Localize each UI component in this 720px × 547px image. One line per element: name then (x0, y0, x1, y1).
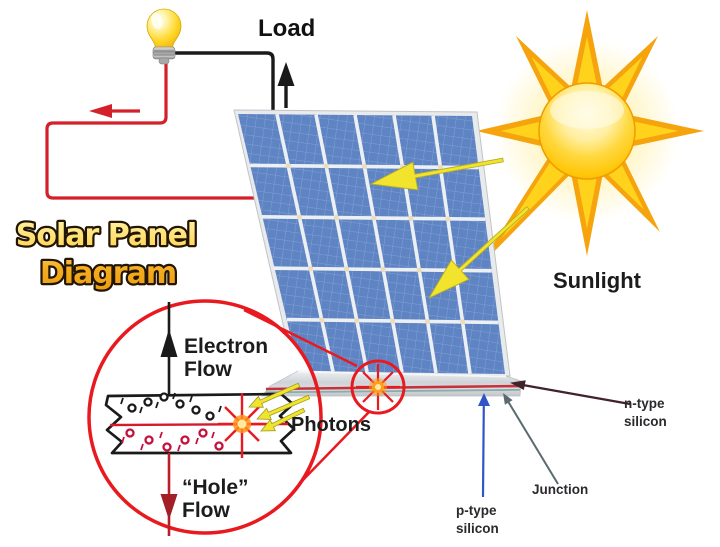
pn-band (104, 392, 296, 455)
n-type-pointer-arrow (510, 380, 631, 406)
magnifier-inset-fill (89, 301, 321, 533)
electron-flow-arrow (160, 302, 178, 394)
sun-icon (476, 10, 704, 268)
electron-flow-label-1: Electron (184, 335, 268, 358)
p-type-label-1: p-type (456, 503, 497, 518)
magnifier-inset-circle (87, 299, 323, 535)
n-type-label-1: n-type (624, 396, 665, 411)
sunlight-ray-arrows (369, 157, 530, 300)
photon-impact-circle (350, 359, 406, 415)
black-circuit-wire (174, 51, 275, 115)
light-bulb-icon (146, 8, 182, 65)
junction-label: Junction (532, 482, 588, 497)
sun-highlight (550, 91, 624, 129)
load-label: Load (258, 15, 315, 42)
photon-arrows (248, 382, 311, 432)
hole-flow-label-2: Flow (182, 499, 230, 522)
solar-panel-graphic (233, 109, 511, 377)
title-line1: Solar Panel (16, 218, 196, 253)
photon-impact-small (350, 359, 406, 415)
bulb-tip (158, 57, 170, 65)
hole-flow-label-1: “Hole” (182, 476, 249, 499)
current-arrow-black (277, 62, 295, 108)
bulb-highlight (151, 12, 163, 30)
hole-dashes (121, 431, 215, 452)
current-arrow-red (89, 104, 140, 118)
electron-flow-label-2: Flow (184, 358, 232, 381)
n-type-label-2: silicon (624, 414, 667, 429)
bulb-base (152, 46, 176, 60)
magnifier-cone-lines (243, 308, 370, 484)
panel-side-face (261, 370, 522, 397)
bulb-glass (146, 8, 182, 49)
p-layer-line (265, 388, 521, 394)
electron-dashes (120, 392, 222, 414)
p-type-label-2: silicon (456, 521, 499, 536)
junction-pointer-arrow (503, 393, 559, 485)
red-circuit-wire (45, 56, 264, 200)
photon-impact-starburst (218, 393, 266, 458)
hole-dots (125, 428, 224, 452)
panel-cell-texture (238, 114, 505, 374)
photons-label: Photons (291, 414, 371, 436)
p-type-pointer-arrow (478, 393, 490, 498)
electron-dots (127, 392, 215, 421)
sunlight-label: Sunlight (553, 268, 642, 293)
hole-flow-arrow (160, 453, 178, 536)
title-line2: Diagram (40, 256, 176, 291)
